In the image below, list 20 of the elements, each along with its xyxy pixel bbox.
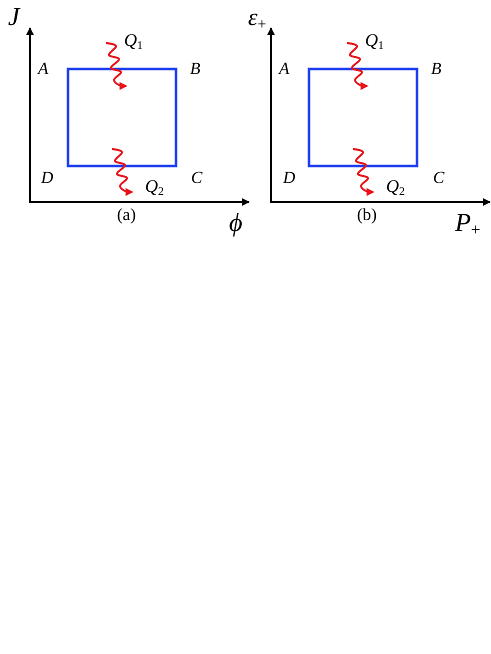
axis-label: J xyxy=(8,4,20,30)
heat-label: Q$_{2}$ xyxy=(145,177,164,195)
heat-label: Q$_{1}$ xyxy=(124,31,143,49)
panel-label: (b) xyxy=(357,206,377,223)
point-label: A xyxy=(38,60,48,77)
point-label: A xyxy=(279,60,290,77)
point-label: B xyxy=(431,60,442,77)
heat-label: Q$_{2}$ xyxy=(386,177,405,195)
cycle-rectangle xyxy=(308,68,418,168)
panel-label: (a) xyxy=(117,206,136,223)
point-label: C xyxy=(191,169,202,186)
axis-label: P$_{+}$ xyxy=(455,210,480,236)
heat-label: Q$_{1}$ xyxy=(365,31,384,49)
point-label: D xyxy=(283,169,296,186)
cycle-rectangle xyxy=(66,68,178,168)
point-label: C xyxy=(433,169,444,186)
axis-label: ε$_{+}$ xyxy=(248,6,266,30)
axis-label: ϕ xyxy=(229,210,242,236)
point-label: B xyxy=(190,60,200,77)
point-label: D xyxy=(41,169,54,186)
